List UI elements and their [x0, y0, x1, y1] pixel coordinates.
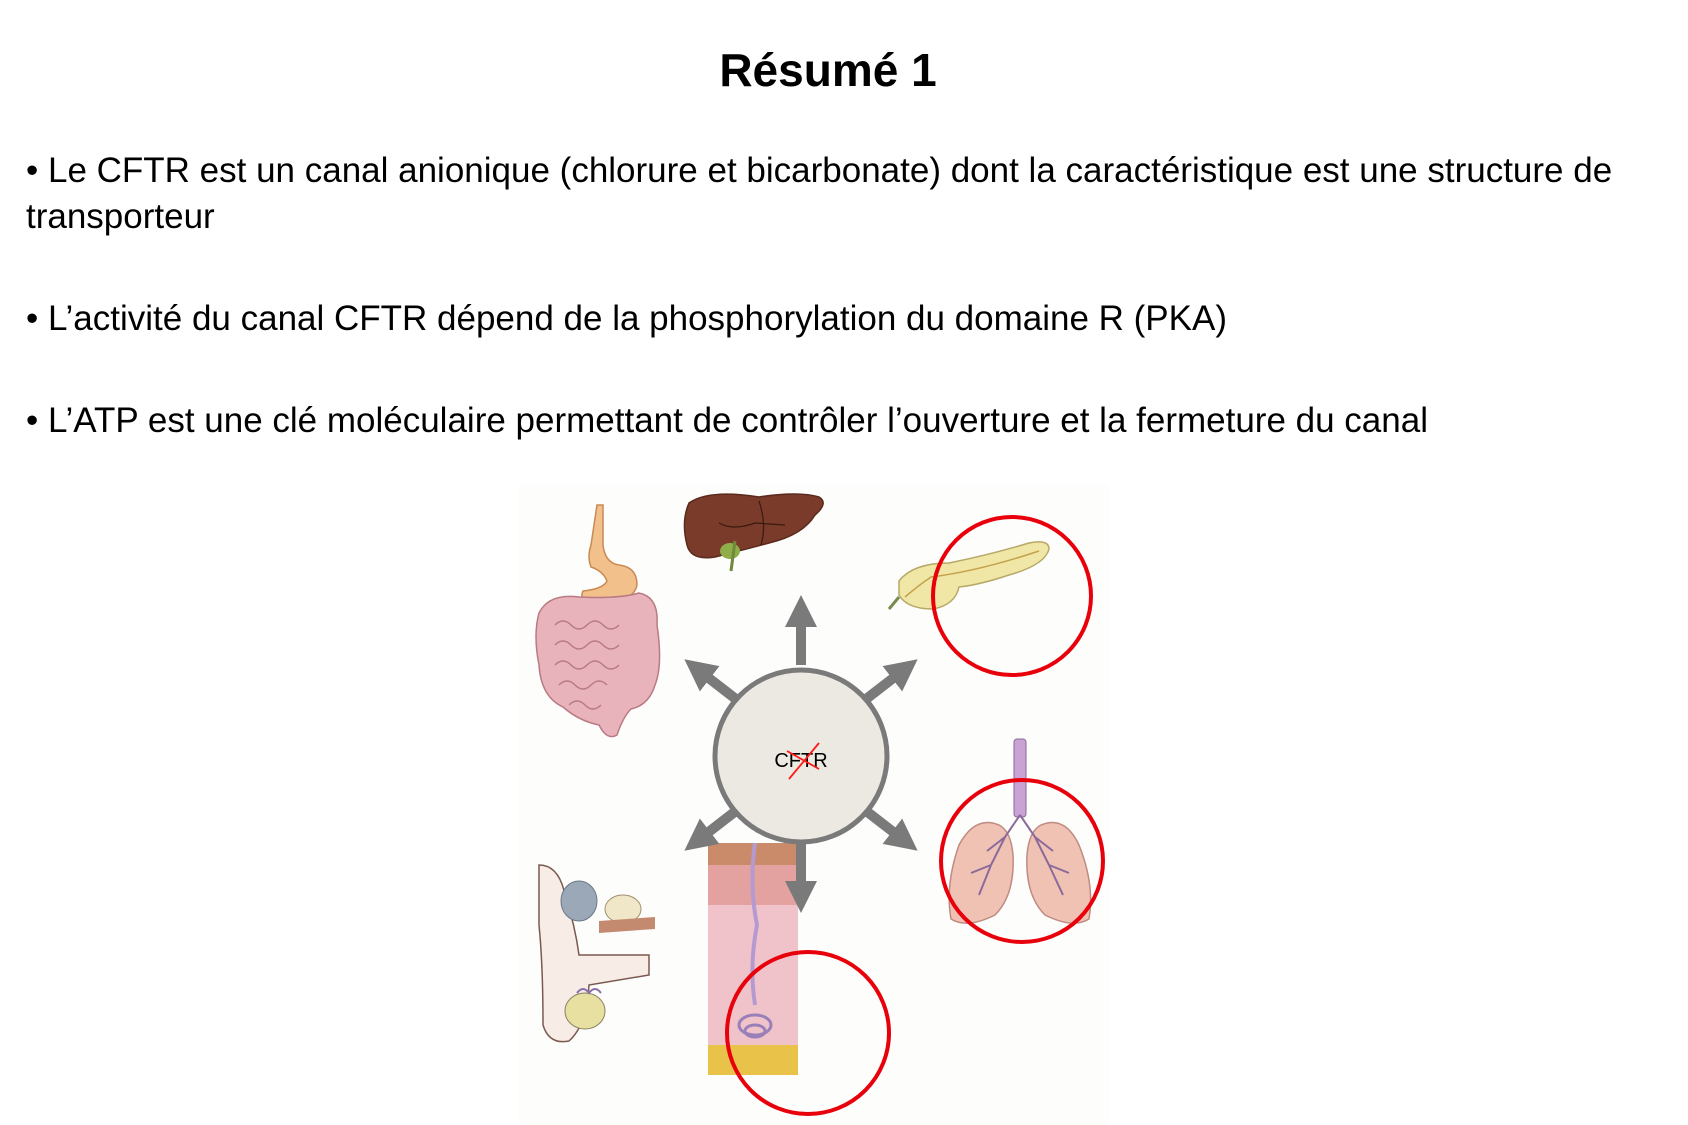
lungs-icon — [948, 738, 1092, 924]
cross-mark-icon — [786, 750, 820, 770]
slide-title: Résumé 1 — [719, 44, 937, 96]
cftr-organ-diagram: CFTR — [519, 485, 1109, 1125]
diagram-canvas: CFTR — [535, 493, 1105, 1116]
highlight-circle-skin — [725, 950, 891, 1116]
highlight-circle-pancreas — [931, 515, 1093, 677]
intestine-icon — [535, 504, 661, 738]
bullet-cftr-anion-channel: • Le CFTR est un canal anionique (chloru… — [26, 151, 1613, 236]
arrow-up-left-icon — [684, 659, 745, 707]
sweat-gland-icon — [708, 842, 798, 1075]
pancreas-icon — [887, 541, 1050, 610]
highlight-circle-lungs — [939, 778, 1105, 944]
liver-icon — [683, 493, 824, 572]
cftr-label: CFTR — [774, 750, 827, 772]
cftr-center-node: CFTR — [712, 667, 890, 845]
bullet-list: • Le CFTR est un canal anionique (chloru… — [26, 148, 1666, 500]
arrow-up-right-icon — [857, 659, 918, 707]
reproductive-tract-icon — [538, 864, 655, 1043]
bullet-atp-gating: • L’ATP est une clé moléculaire permetta… — [26, 401, 1428, 440]
bullet-r-domain-phosphorylation: • L’activité du canal CFTR dépend de la … — [26, 299, 1227, 338]
